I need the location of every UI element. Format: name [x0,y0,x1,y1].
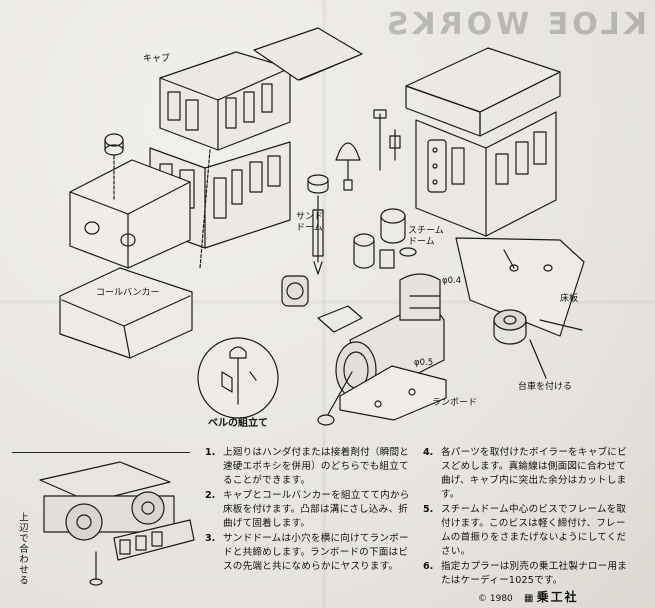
instructions-column-left: 1. 上廻りはハンダ付または接着剤付（瞬間と速硬エポキシを併用）のどちらでも組立… [205,446,415,575]
label-steam-dome: スチーム ドーム [408,226,444,247]
instruction-step: 1. 上廻りはハンダ付または接着剤付（瞬間と速硬エポキシを併用）のどちらでも組立… [205,446,415,488]
label-dim-05: φ0.5 [414,358,434,368]
step-text: サンドドームは小穴を横に向けてランボードと共締めします。ランボードの下面はビスの… [223,533,409,572]
label-floor-plate: 床板 [560,294,579,304]
label-running-board: ランボード [432,398,478,408]
footer: © 1980 ▦ 乗工社 [478,588,579,605]
step-text: キャブとコールバンカーを組立てて内から床板を付けます。凸部は溝にさし込み、折曲げ… [223,490,410,529]
step-number: 3. [205,533,216,544]
sand-dome [307,174,329,275]
truck-detail [39,461,195,586]
bell-assembly-detail [197,337,279,419]
assembly-instructions: 1. 上廻りはハンダ付または接着剤付（瞬間と速硬エポキシを併用）のどちらでも組立… [205,446,650,586]
step-number: 4. [423,447,434,458]
label-dim-04: φ0.4 [442,276,462,286]
label-upper-side-align: 上辺で合わせる [17,512,28,586]
instruction-step: 3. サンドドームは小穴を横に向けてランボードと共締めします。ランボードの下面は… [205,532,415,574]
step-number: 2. [205,490,216,501]
smokebox-saddle [281,275,363,333]
floor-plate [455,237,585,337]
instruction-step: 6. 指定カプラーは別売の乗工社製ナロー用またはケーディー1025です。 [423,560,633,588]
step-number: 1. [205,447,216,458]
section-divider [12,452,190,453]
copyright: © 1980 [478,594,513,604]
label-cab: キャブ [143,54,171,64]
label-attach-truck: 台車を付ける [518,382,573,392]
step-number: 6. [423,561,434,572]
instruction-step: 5. スチームドーム中心のビスでフレームを取付けます。このビスは軽く締付け、フレ… [423,503,633,559]
instruction-step: 2. キャブとコールバンカーを組立てて内から床板を付けます。凸部は溝にさし込み、… [205,489,415,531]
running-board [339,365,447,421]
brand-name: 乗工社 [536,590,579,604]
small-parts [335,109,417,269]
step-number: 5. [423,504,434,515]
step-text: 各パーツを取付けたボイラーをキャブにビスどめします。真鍮線は側面図に合わせて曲げ… [441,447,627,500]
instructions-column-right: 4. 各パーツを取付けたボイラーをキャブにビスどめします。真鍮線は側面図に合わせ… [423,446,633,589]
instruction-step: 4. 各パーツを取付けたボイラーをキャブにビスどめします。真鍮線は側面図に合わせ… [423,446,633,502]
label-coal-bunker: コールバンカー [96,288,160,298]
step-text: スチームドーム中心のビスでフレームを取付けます。このビスは軽く締付け、フレームの… [441,504,627,557]
label-sand-dome: サンド ドーム [296,212,324,233]
step-text: 上廻りはハンダ付または接着剤付（瞬間と速硬エポキシを併用）のどちらでも組立てるこ… [223,447,410,486]
right-cab-body [405,47,561,237]
truck-wheel [493,309,547,379]
coal-bunker-cover [69,133,191,269]
step-text: 指定カプラーは別売の乗工社製ナロー用またはケーディー1025です。 [441,561,628,586]
coal-bunker-tray [59,267,193,359]
label-bell-assembly: ベルの組立て [208,418,268,429]
brand-mark-icon: ▦ [523,593,534,604]
